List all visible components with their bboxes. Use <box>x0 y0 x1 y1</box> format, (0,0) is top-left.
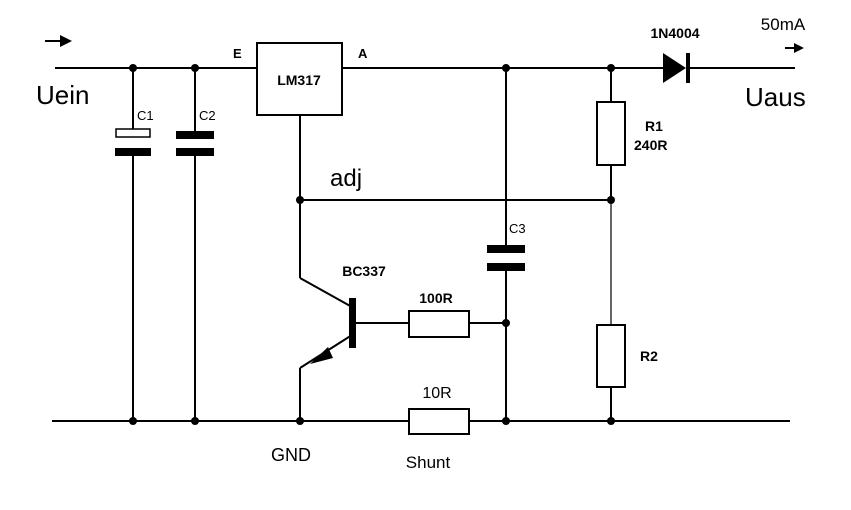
junction-dot <box>191 417 199 425</box>
diode-1n4004: 1N4004 <box>650 25 700 83</box>
junction-dot <box>502 319 510 327</box>
shunt-resistor-value: 10R <box>422 385 451 402</box>
transistor-bc337: BC337 <box>310 263 386 364</box>
r2-name: R2 <box>640 348 658 364</box>
c1-label: C1 <box>137 108 154 123</box>
junction-dot <box>502 64 510 72</box>
junction-dots <box>129 64 615 425</box>
base-resistor-body <box>408 310 470 338</box>
resistor-r1: R1 240R <box>596 101 667 166</box>
regulator-output-pin-label: A <box>358 46 368 61</box>
base-resistor-value: 100R <box>419 290 452 306</box>
resistor-r2: R2 <box>596 324 658 388</box>
junction-dot <box>296 196 304 204</box>
capacitor-c2: C2 <box>176 108 216 156</box>
c3-plate-bottom <box>487 263 525 271</box>
ground-label: GND <box>271 445 311 465</box>
regulator-label: LM317 <box>277 72 321 88</box>
output-voltage-label: Uaus <box>745 82 806 112</box>
c3-plate-top <box>487 245 525 253</box>
capacitor-c1: C1 <box>115 108 154 156</box>
adj-label: adj <box>330 165 362 192</box>
transistor-base-bar <box>349 298 356 348</box>
junction-dot <box>129 64 137 72</box>
junction-dot <box>607 64 615 72</box>
junction-dot <box>129 417 137 425</box>
collector-lead <box>299 277 353 308</box>
resistor-shunt: 10R Shunt <box>406 385 470 472</box>
r1-body <box>596 101 626 166</box>
emitter-arrow <box>310 347 333 364</box>
lm317-regulator: LM317 E A <box>233 42 368 116</box>
c1-negative-plate <box>115 148 151 156</box>
c2-plate-top <box>176 131 214 139</box>
wires <box>52 67 795 422</box>
c3-label: C3 <box>509 221 526 236</box>
junction-dot <box>607 196 615 204</box>
resistor-100r: 100R <box>408 290 470 338</box>
junction-dot <box>502 417 510 425</box>
diode-triangle <box>663 53 686 83</box>
diode-cathode-bar <box>686 53 690 83</box>
capacitor-c3: C3 <box>487 221 526 271</box>
regulator-input-pin-label: E <box>233 46 242 61</box>
output-current-arrow-icon <box>785 43 804 53</box>
diode-label: 1N4004 <box>650 25 699 41</box>
r1-name: R1 <box>645 118 663 134</box>
r2-body <box>596 324 626 388</box>
input-voltage-label: Uein <box>36 80 89 110</box>
r1-value: 240R <box>634 137 667 153</box>
transistor-label: BC337 <box>342 263 386 279</box>
regulator-body <box>256 42 343 116</box>
junction-dot <box>296 417 304 425</box>
shunt-label: Shunt <box>406 453 451 472</box>
junction-dot <box>191 64 199 72</box>
c1-positive-plate <box>115 128 151 138</box>
output-current-label: 50mA <box>761 15 806 34</box>
c2-plate-bottom <box>176 148 214 156</box>
input-current-arrow-icon <box>45 35 72 47</box>
shunt-resistor-body <box>408 408 470 435</box>
junction-dot <box>607 417 615 425</box>
c2-label: C2 <box>199 108 216 123</box>
